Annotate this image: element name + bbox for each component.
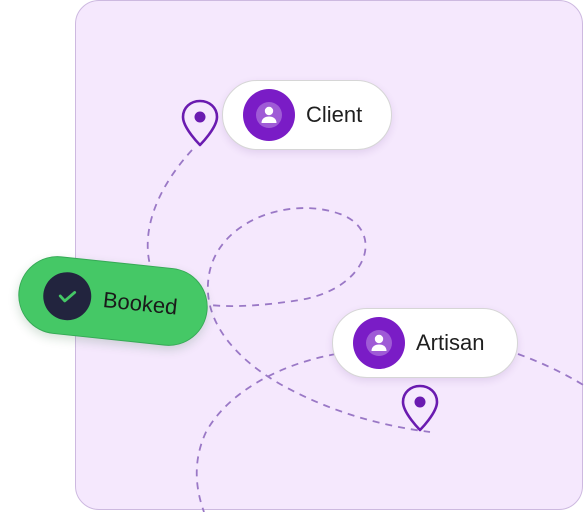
artisan-avatar: [353, 317, 405, 369]
booked-status-badge: Booked: [14, 252, 212, 350]
user-icon: [256, 102, 282, 128]
client-avatar: [243, 89, 295, 141]
check-circle: [40, 269, 94, 323]
client-label: Client: [306, 102, 363, 127]
map-pin-icon: [181, 99, 219, 147]
booked-label: Booked: [101, 287, 179, 320]
client-pill[interactable]: Client: [222, 80, 392, 150]
artisan-pill[interactable]: Artisan: [332, 308, 518, 378]
map-card: [75, 0, 583, 510]
checkmark-icon: [58, 291, 77, 303]
map-pin-icon: [401, 384, 439, 432]
artisan-label: Artisan: [416, 330, 485, 355]
user-icon: [366, 330, 392, 356]
